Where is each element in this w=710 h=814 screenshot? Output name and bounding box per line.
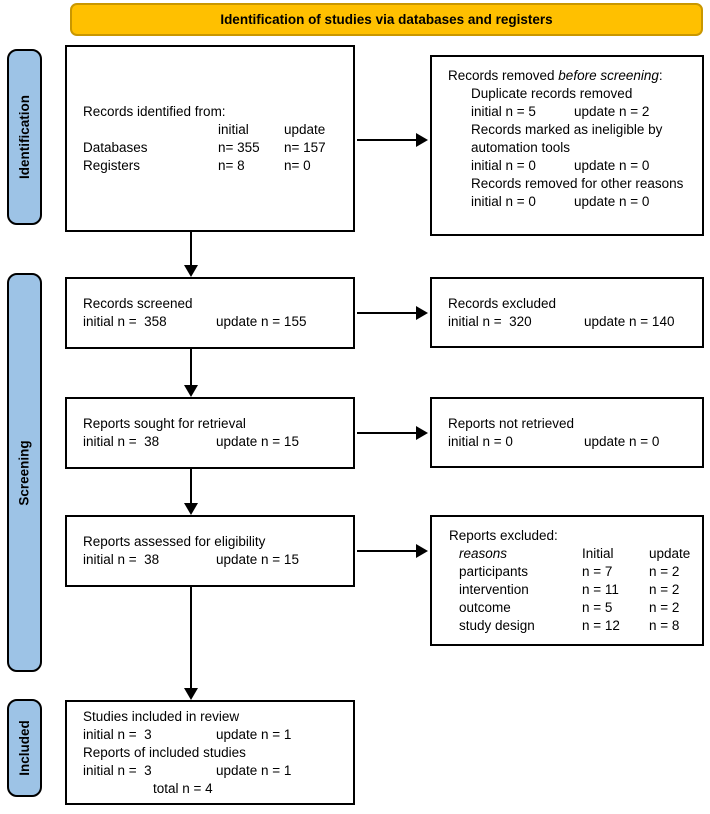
removed-item-label: Records marked as ineligible by automati… — [471, 122, 663, 155]
table-cell: n= 8 — [218, 157, 245, 173]
arrowhead-right-icon — [416, 544, 428, 558]
sidebar-stage-screening: Screening — [7, 273, 42, 672]
box-reports-assessed: Reports assessed for eligibility initial… — [65, 515, 355, 587]
removed-item-label: Records removed for other reasons — [471, 176, 684, 191]
arrowhead-down-icon — [184, 385, 198, 397]
table-cell: study design — [459, 617, 535, 633]
arrow-screened-to-excluded — [357, 306, 428, 320]
table-header-row: initial update — [83, 121, 353, 139]
table-cell: intervention — [459, 581, 529, 597]
table-cell: initial — [218, 121, 249, 137]
arrowhead-right-icon — [416, 306, 428, 320]
reasons-header-italic: reasons — [459, 545, 508, 561]
table-row: study design n = 12 n = 8 — [459, 617, 702, 635]
arrowhead-down-icon — [184, 688, 198, 700]
box-reports-excluded: Reports excluded: reasons Initial update… — [430, 515, 704, 646]
arrow-sought-to-assessed — [184, 469, 198, 515]
arrow-assessed-to-included — [184, 587, 198, 700]
table-cell: outcome — [459, 599, 511, 615]
table-header-row: reasons Initial update — [459, 545, 702, 563]
banner-label: Identification of studies via databases … — [220, 11, 553, 27]
box-title: Records excluded — [448, 295, 557, 311]
table-row: intervention n = 11 n = 2 — [459, 581, 702, 599]
table-cell: Initial — [582, 545, 614, 561]
table-cell: update — [649, 545, 691, 561]
arrow-sought-to-not-retrieved — [357, 426, 428, 440]
identified-table: initial update Databases n= 355 n= 157 R… — [83, 121, 353, 175]
removed-item-label: Duplicate records removed — [471, 86, 633, 101]
arrowhead-right-icon — [416, 133, 428, 147]
included-line-reports: Reports of included studies — [83, 744, 246, 760]
box-title: Records identified from: — [83, 103, 226, 119]
box-title: Reports not retrieved — [448, 415, 575, 431]
table-cell: n = 8 — [649, 617, 680, 633]
table-cell: n = 2 — [649, 599, 680, 615]
table-cell: Registers — [83, 157, 141, 173]
sidebar-label-screening: Screening — [16, 439, 32, 506]
removed-item: Records marked as ineligible by automati… — [471, 121, 692, 175]
table-cell: n = 11 — [582, 581, 619, 597]
arrow-identified-to-removed — [357, 133, 428, 147]
table-cell: n = 12 — [582, 617, 620, 633]
box-title: Reports excluded: — [449, 527, 558, 543]
table-row: Databases n= 355 n= 157 — [83, 139, 353, 157]
removed-item: Records removed for other reasons initia… — [471, 175, 692, 211]
title-suffix: : — [658, 68, 663, 83]
arrowhead-right-icon — [416, 426, 428, 440]
title-italic: before screening — [558, 68, 659, 83]
table-cell: reasons — [459, 545, 582, 563]
included-line-studies: Studies included in review — [83, 708, 240, 724]
sidebar-label-identification: Identification — [16, 95, 32, 179]
box-studies-included: Studies included in review initial n = 3… — [65, 700, 355, 805]
table-cell: participants — [459, 563, 529, 579]
table-cell: n = 2 — [649, 563, 680, 579]
box-records-removed: Records removed before screening: Duplic… — [430, 55, 704, 236]
table-cell: update — [284, 121, 326, 137]
sidebar-label-included: Included — [16, 720, 32, 776]
table-row: Registers n= 8 n= 0 — [83, 157, 353, 175]
table-cell — [83, 121, 218, 139]
table-cell: n= 0 — [284, 157, 311, 173]
sidebar-stage-identification: Identification — [7, 49, 42, 225]
table-row: outcome n = 5 n = 2 — [459, 599, 702, 617]
arrow-screened-to-sought — [184, 349, 198, 397]
table-cell: n = 7 — [582, 563, 613, 579]
table-cell: n= 355 — [218, 139, 260, 155]
arrow-assessed-to-reports-excluded — [357, 544, 428, 558]
box-title: Records screened — [83, 296, 193, 311]
sidebar-stage-included: Included — [7, 699, 42, 797]
table-cell: Databases — [83, 139, 148, 155]
table-cell: n = 2 — [649, 581, 680, 597]
reasons-table: reasons Initial update participants n = … — [459, 545, 702, 635]
box-title: Reports assessed for eligibility — [83, 534, 266, 549]
arrow-identified-to-screened — [184, 232, 198, 277]
title-prefix: Records removed — [448, 68, 559, 83]
arrowhead-down-icon — [184, 503, 198, 515]
banner-identification-via-databases: Identification of studies via databases … — [70, 3, 703, 36]
box-title: Records removed before screening: — [448, 67, 692, 85]
box-title: Reports sought for retrieval — [83, 416, 246, 431]
included-total: total n = 4 — [153, 780, 213, 796]
arrowhead-down-icon — [184, 265, 198, 277]
table-cell: n = 5 — [582, 599, 613, 615]
box-records-identified: Records identified from: initial update … — [65, 45, 355, 232]
table-cell: n= 157 — [284, 139, 326, 155]
box-reports-sought: Reports sought for retrieval initial n =… — [65, 397, 355, 469]
table-row: participants n = 7 n = 2 — [459, 563, 702, 581]
